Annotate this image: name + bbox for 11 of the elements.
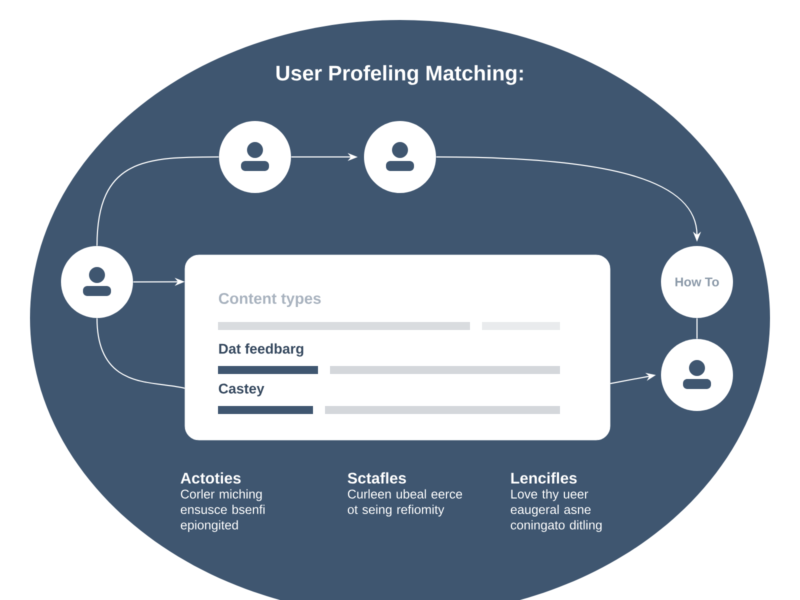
title: User Profeling Matching:: [276, 65, 523, 85]
column-text: Curleen ubeal eerce ot seing refiomity: [348, 489, 462, 517]
column-text: Corler miching ensusce bsenfi epiongited: [180, 489, 265, 532]
column-heading: Lencifles: [511, 472, 577, 484]
card-text: Castey: [218, 384, 264, 396]
card-text: Content types: [218, 293, 321, 307]
column-heading: Actoties: [180, 472, 241, 484]
card-text: Dat feedbarg: [219, 343, 304, 357]
column-text: Love thy ueer eaugeral asne coningato ditling: [510, 489, 602, 532]
column-heading: Sctafles: [348, 472, 406, 484]
circle-node: How To: [661, 246, 733, 318]
